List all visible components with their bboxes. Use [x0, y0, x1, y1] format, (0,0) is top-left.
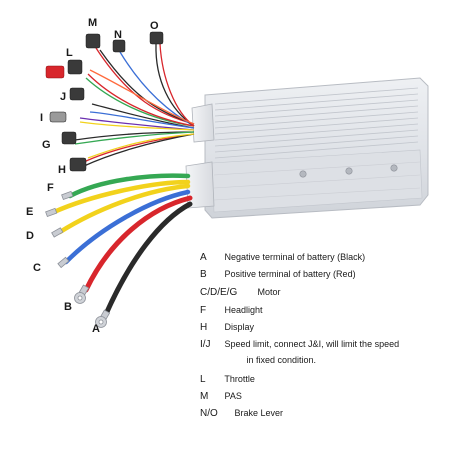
legend-key: C/D/E/G [200, 287, 238, 298]
wire-label-group: M N O L J I G H F E D C B A [26, 17, 159, 335]
connector-o [149, 31, 164, 45]
controller-housing [185, 77, 429, 219]
screw [345, 167, 353, 175]
legend-key: F [200, 305, 207, 316]
wire-label-o: O [150, 20, 159, 32]
legend-desc: Headlight [224, 305, 263, 315]
terminal-c [57, 256, 70, 269]
wire-a-black [103, 201, 193, 317]
legend-desc: Speed limit, connect J&I, will limit the… [224, 339, 400, 349]
connector-l [67, 59, 83, 75]
ring-terminal-b [74, 284, 90, 304]
terminal-f [61, 190, 74, 201]
wire-label-d: D [26, 230, 34, 242]
legend-desc: Brake Lever [234, 408, 284, 418]
connector-i [49, 111, 67, 123]
legend-desc: PAS [224, 391, 242, 401]
wire-label-i: I [40, 112, 43, 124]
ring-terminal-a [95, 309, 111, 328]
connector-j [69, 87, 85, 101]
terminal-d [51, 227, 64, 238]
wire-label-g: G [42, 139, 51, 151]
legend-key: N/O [200, 408, 218, 419]
legend-desc: Throttle [224, 374, 255, 384]
wire-c-blue [63, 189, 191, 265]
legend-row: A Negative terminal of battery (Black) [200, 252, 365, 263]
connector-g [61, 131, 77, 145]
legend-row: I/J Speed limit, connect J&I, will limit… [200, 339, 399, 350]
legend-row: F Headlight [200, 305, 263, 316]
wire-label-e: E [26, 206, 33, 218]
screw [299, 170, 307, 178]
legend-row: L Throttle [200, 374, 255, 385]
wire-label-c: C [33, 262, 41, 274]
wire-label-b: B [64, 301, 72, 313]
connector-n [112, 39, 126, 53]
legend-row: in fixed condition. [222, 355, 317, 365]
wire-label-f: F [47, 182, 54, 194]
legend-key: H [200, 322, 208, 333]
connector-red [45, 65, 65, 79]
legend-row: M PAS [200, 391, 242, 402]
wire-label-h: H [58, 164, 66, 176]
cable-gland-lower [185, 161, 215, 209]
legend-key: M [200, 391, 209, 402]
wire-label-l: L [66, 47, 73, 59]
connector-m [85, 33, 101, 49]
terminal-e [45, 207, 58, 218]
wire-b-red [83, 195, 193, 293]
wire-e-yellow [51, 179, 191, 215]
legend-desc: Positive terminal of battery (Red) [224, 269, 356, 279]
legend-row: H Display [200, 322, 254, 333]
wire-label-j: J [60, 91, 66, 103]
legend-key: A [200, 252, 207, 263]
legend-key: B [200, 269, 207, 280]
wire-d-yellow [57, 183, 191, 235]
legend-key: I/J [200, 339, 211, 350]
connectors [45, 31, 164, 172]
wire-label-n: N [114, 29, 122, 41]
legend-desc: Negative terminal of battery (Black) [224, 252, 366, 262]
screw [390, 164, 398, 172]
cable-gland-upper [191, 103, 215, 143]
legend-row: N/O Brake Lever [200, 408, 283, 419]
wire-f-green [67, 173, 191, 199]
legend-desc: Display [224, 322, 255, 332]
legend-desc: in fixed condition. [246, 355, 317, 365]
legend-row: B Positive terminal of battery (Red) [200, 269, 356, 280]
legend-desc: Motor [257, 287, 281, 297]
connector-h [69, 157, 87, 172]
wire-label-m: M [88, 17, 97, 29]
power-wire-bundle [51, 173, 193, 317]
legend-key: L [200, 374, 206, 385]
legend-row: C/D/E/G Motor [200, 287, 281, 298]
signal-wire-bundle [74, 43, 195, 167]
wire-label-a: A [92, 323, 100, 335]
wire-terminals [45, 190, 111, 328]
